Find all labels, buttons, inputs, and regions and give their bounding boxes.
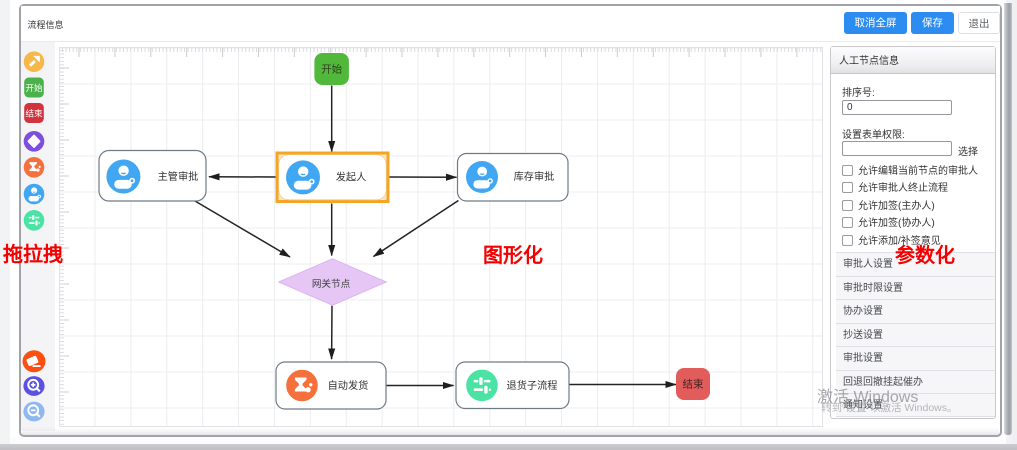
svg-text:开始: 开始 [321, 63, 342, 76]
svg-text:网关节点: 网关节点 [312, 278, 351, 290]
svg-text:开始: 开始 [25, 83, 43, 93]
svg-text:发起人: 发起人 [336, 171, 367, 184]
svg-text:退货子流程: 退货子流程 [507, 379, 558, 392]
svg-text:自动发货: 自动发货 [328, 379, 369, 392]
svg-text:库存审批: 库存审批 [514, 170, 555, 183]
svg-text:主管审批: 主管审批 [158, 170, 199, 183]
svg-text:结束: 结束 [683, 378, 704, 391]
svg-text:结束: 结束 [25, 108, 43, 118]
